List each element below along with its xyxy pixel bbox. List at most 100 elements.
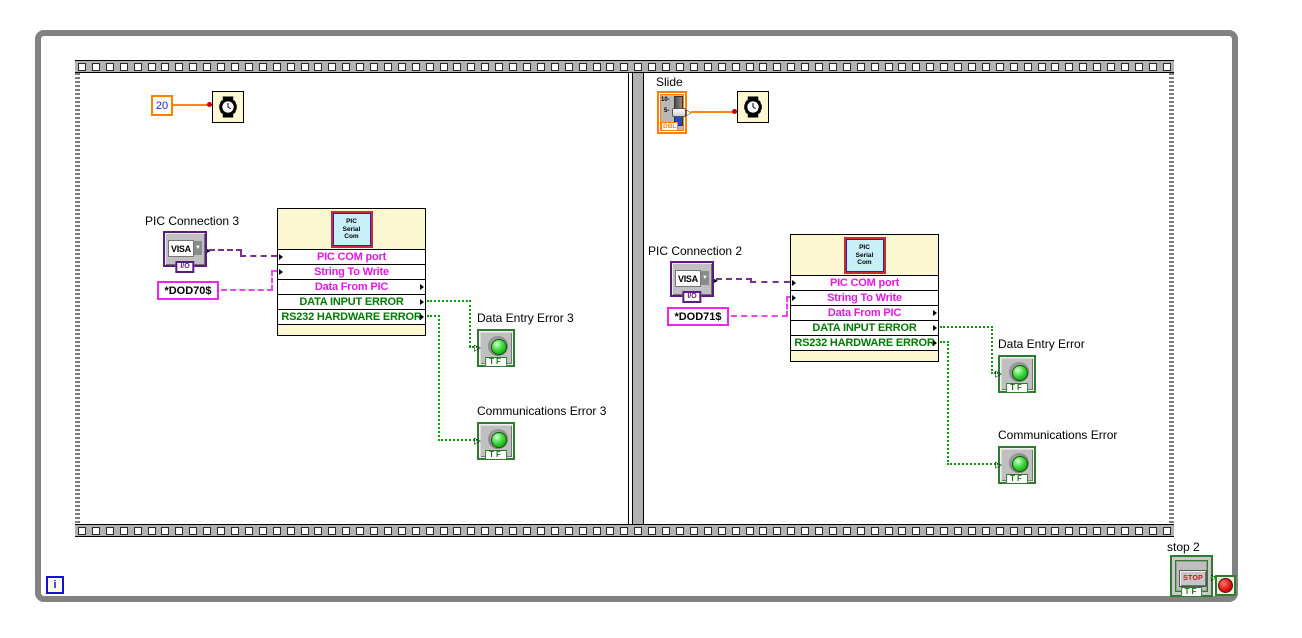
wait-ms-timer-2[interactable]: [737, 91, 769, 123]
subvi-1-header: PIC Serial Com: [278, 209, 425, 249]
sprocket-square: [78, 62, 86, 71]
iteration-i: i: [53, 579, 57, 591]
visa-dropdown-icon[interactable]: ▼: [194, 241, 202, 255]
numeric-constant-20[interactable]: 20: [151, 95, 173, 116]
sprocket-square: [870, 526, 879, 535]
visa-wire-1c[interactable]: [240, 255, 277, 257]
while-loop-border[interactable]: [35, 30, 1238, 602]
wait-wire-1[interactable]: [173, 104, 213, 106]
visa-resource-constant-1[interactable]: VISA ▼ ▸ I/O: [163, 231, 211, 273]
pic-serial-com-subvi-1[interactable]: PIC Serial Com PIC COM port String To Wr…: [277, 208, 426, 336]
led-indicator-data-entry-error-3[interactable]: ▷ TF: [474, 329, 515, 367]
subvi-1-row-data-from-pic[interactable]: Data From PIC: [278, 279, 425, 294]
bool-wire-4a[interactable]: [940, 341, 949, 343]
output-arrow-icon: [933, 310, 937, 316]
sprocket-square: [286, 526, 295, 535]
subvi-2-row-data-from-pic[interactable]: Data From PIC: [791, 305, 938, 320]
sprocket-square: [481, 526, 490, 535]
flat-sequence-left-border[interactable]: [75, 73, 80, 524]
string-wire-2a[interactable]: [731, 315, 788, 317]
stop-button-terminal[interactable]: STOP ▷ TF: [1170, 555, 1217, 597]
input-arrow-icon: [279, 254, 283, 260]
sprocket-square: [300, 62, 309, 71]
flat-sequence-top-border[interactable]: [75, 60, 1174, 73]
visa-resource-constant-2[interactable]: VISA ▼ ▸ I/O: [670, 261, 718, 303]
sprocket-square: [411, 526, 420, 535]
visa-wire-1a[interactable]: [209, 249, 242, 251]
sprocket-square: [981, 526, 990, 535]
string-wire-1a[interactable]: [221, 289, 273, 291]
sprocket-square: [342, 62, 351, 71]
bool-wire-4b[interactable]: [947, 341, 949, 465]
subvi-2-row-data-input-error[interactable]: DATA INPUT ERROR: [791, 320, 938, 335]
bool-wire-1c[interactable]: [469, 346, 478, 348]
loop-iteration-terminal[interactable]: i: [46, 576, 64, 594]
subvi-1-row-pic-com-port[interactable]: PIC COM port: [278, 249, 425, 264]
input-arrow-icon: [792, 280, 796, 286]
stop-button[interactable]: STOP: [1179, 570, 1207, 587]
string-constant-1[interactable]: *DOD70$: [157, 281, 219, 300]
sprocket-square: [1065, 526, 1074, 535]
sprocket-square: [1107, 62, 1116, 71]
wait-wire-2[interactable]: [691, 111, 737, 113]
tf-tag: TF: [1180, 587, 1203, 597]
sprocket-square: [1162, 62, 1171, 71]
slide-control-terminal[interactable]: 10- 5- DBL ▷: [657, 91, 692, 134]
string-wire-1c[interactable]: [271, 270, 277, 272]
sprocket-square: [411, 62, 420, 71]
led-indicator-communications-error[interactable]: ▷ TF: [995, 446, 1036, 484]
bool-wire-2c[interactable]: [438, 439, 478, 441]
subvi-icon-line1: PIC: [859, 244, 870, 252]
subvi-1-row-string-to-write[interactable]: String To Write: [278, 264, 425, 279]
bool-wire-3c[interactable]: [991, 372, 999, 374]
bool-wire-3a[interactable]: [940, 326, 993, 328]
flat-sequence-frame-divider[interactable]: [632, 73, 644, 524]
led-indicator-data-entry-error[interactable]: ▷ TF: [995, 355, 1036, 393]
subvi-2-row-rs232-hardware-error[interactable]: RS232 HARDWARE ERROR: [791, 335, 938, 350]
sprocket-square: [801, 62, 810, 71]
sprocket-square: [1023, 526, 1032, 535]
sprocket-square: [523, 526, 531, 535]
sprocket-square: [1162, 526, 1171, 535]
loop-condition-terminal[interactable]: [1215, 575, 1236, 596]
bool-wire-1a[interactable]: [427, 300, 471, 302]
wait-ms-timer-1[interactable]: [212, 91, 244, 123]
sprocket-square: [954, 526, 963, 535]
subvi-1-row-rs232-hardware-error[interactable]: RS232 HARDWARE ERROR: [278, 309, 425, 324]
subvi-1-row-data-input-error[interactable]: DATA INPUT ERROR: [278, 294, 425, 309]
visa-wire-1b[interactable]: [240, 249, 242, 256]
sprocket-square: [147, 526, 156, 535]
wire-junction-dot-2: [732, 109, 737, 114]
subvi-2-row-string-to-write[interactable]: String To Write: [791, 290, 938, 305]
led-indicator-communications-error-3[interactable]: ▷ TF: [474, 422, 515, 460]
flat-sequence-bottom-border[interactable]: [75, 524, 1174, 537]
bool-wire-2b[interactable]: [438, 315, 440, 441]
sprocket-square: [717, 526, 726, 535]
visa-wire-2c[interactable]: [750, 281, 790, 283]
string-constant-2[interactable]: *DOD71$: [667, 307, 729, 326]
sprocket-square: [759, 526, 768, 535]
visa-value[interactable]: VISA: [168, 240, 194, 257]
visa-value[interactable]: VISA: [675, 270, 701, 287]
bool-wire-2a[interactable]: [427, 315, 440, 317]
sprocket-square: [495, 62, 504, 71]
visa-dropdown-icon[interactable]: ▼: [701, 271, 709, 285]
visa-wire-2b[interactable]: [750, 278, 752, 283]
sprocket-square: [689, 526, 698, 535]
string-wire-2c[interactable]: [786, 296, 790, 298]
string-wire-1b[interactable]: [271, 270, 273, 291]
bool-wire-3b[interactable]: [991, 326, 993, 374]
pic-serial-com-subvi-2[interactable]: PIC Serial Com PIC COM port String To Wr…: [790, 234, 939, 362]
subvi-2-row-pic-com-port[interactable]: PIC COM port: [791, 275, 938, 290]
input-arrow-icon: [279, 269, 283, 275]
bool-wire-1b[interactable]: [469, 300, 471, 347]
visa-wire-2a[interactable]: [716, 278, 752, 280]
sprocket-square: [675, 526, 684, 535]
indicator-label: Data Entry Error: [998, 337, 1085, 351]
sprocket-square: [675, 62, 684, 71]
string-wire-2b[interactable]: [786, 296, 788, 317]
flat-sequence-right-border[interactable]: [1169, 73, 1174, 524]
sprocket-square: [1065, 62, 1074, 71]
bool-wire-4c[interactable]: [947, 463, 999, 465]
sprocket-square: [926, 526, 935, 535]
